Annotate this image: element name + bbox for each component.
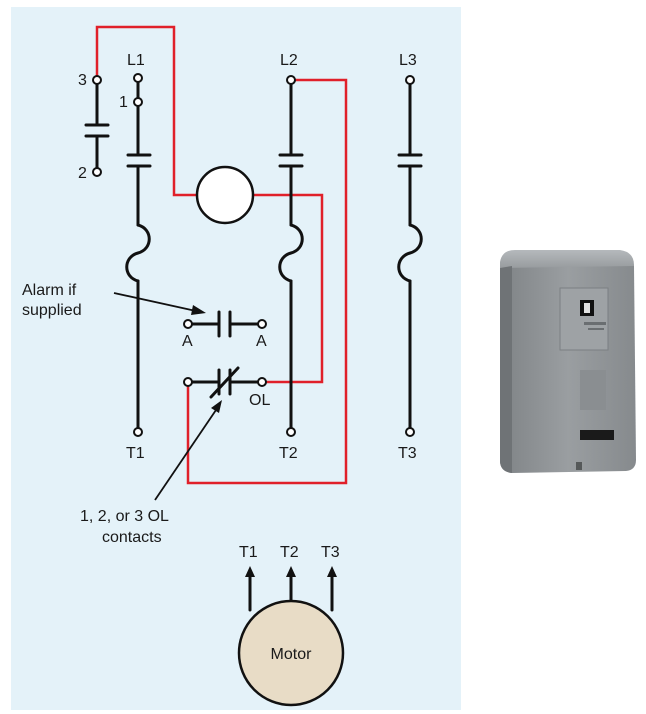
control-wire-coil-to-ol (253, 193, 324, 384)
starter-coil (195, 165, 255, 225)
alarm-label-line1: Alarm if (22, 282, 77, 299)
label-l2: L2 (280, 52, 298, 69)
label-contact-1: 1 (119, 94, 128, 111)
overload-contact (154, 366, 267, 501)
label-t1: T1 (126, 445, 145, 462)
enclosure-switch (580, 430, 614, 440)
overload-callout-line1: 1, 2, or 3 OL (80, 508, 169, 525)
alarm-terminal-left: A (182, 333, 193, 350)
motor-lead-t2: T2 (280, 544, 299, 561)
power-line-l2 (278, 82, 304, 430)
starter-enclosure-photo (500, 250, 636, 473)
control-wire-coil-feed (95, 25, 197, 197)
motor-circle (237, 599, 345, 707)
label-t3: T3 (398, 445, 417, 462)
label-contact-3: 3 (78, 72, 87, 89)
control-wire-ol-return (186, 78, 348, 485)
label-l1: L1 (127, 52, 145, 69)
control-circuit (95, 25, 348, 485)
overload-terminal-label: OL (249, 392, 270, 409)
alarm-label-line2: supplied (22, 302, 82, 319)
label-contact-2: 2 (78, 165, 87, 182)
alarm-terminal-right: A (256, 333, 267, 350)
motor-symbol (237, 566, 345, 707)
label-t2: T2 (279, 445, 298, 462)
power-line-l3 (397, 82, 423, 430)
motor-lead-t3: T3 (321, 544, 340, 561)
overload-callout-line2: contacts (102, 529, 162, 546)
label-l3: L3 (399, 52, 417, 69)
power-line-l1 (125, 80, 152, 430)
alarm-contact (113, 292, 267, 338)
diagram-panel (11, 7, 461, 710)
motor-label: Motor (271, 646, 313, 663)
motor-lead-t1: T1 (239, 544, 258, 561)
terminals (92, 73, 415, 437)
aux-contact-2-3 (84, 82, 110, 170)
